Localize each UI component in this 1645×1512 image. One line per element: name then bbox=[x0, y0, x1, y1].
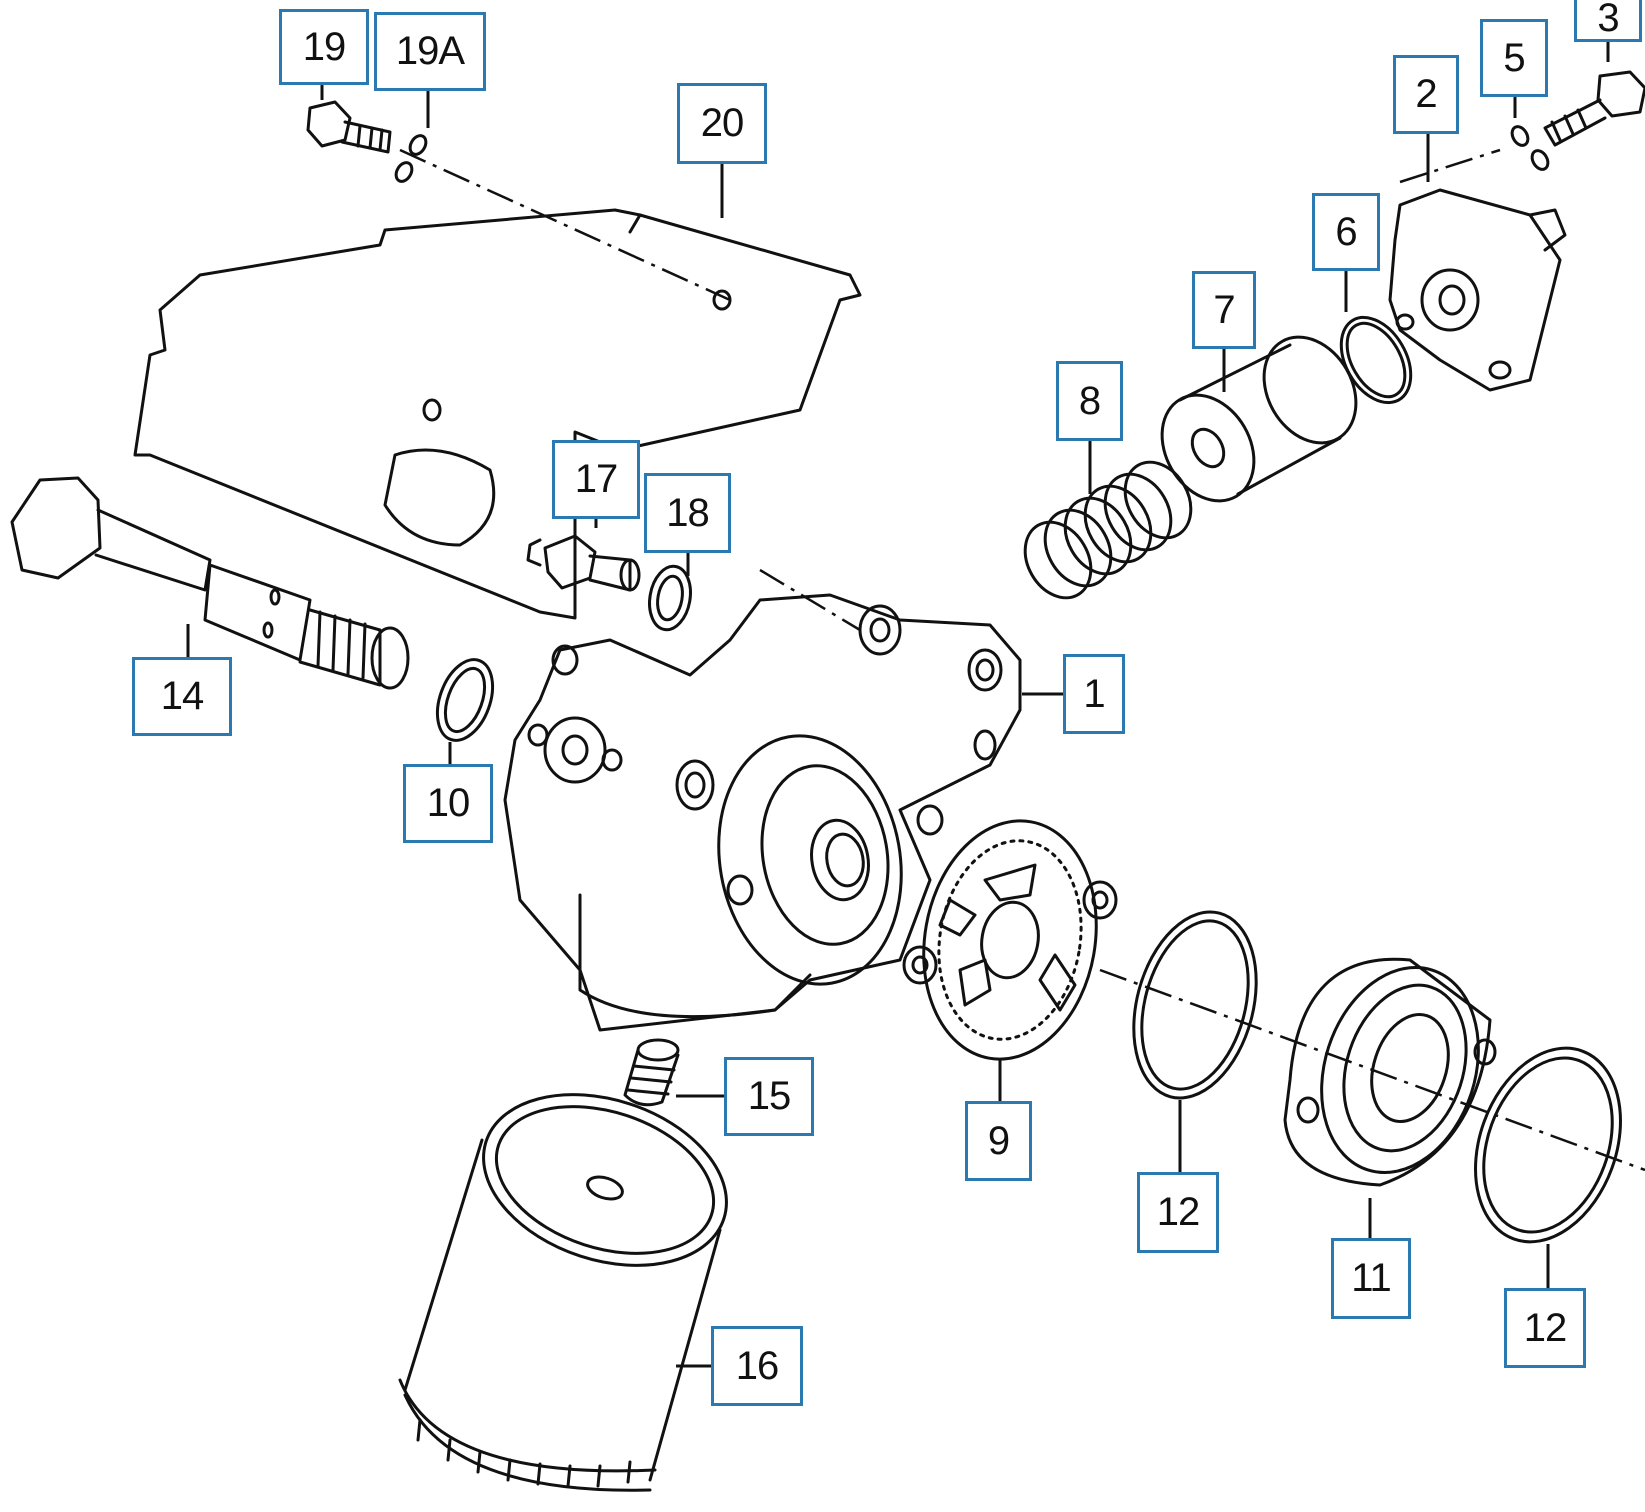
oil-filter-housing-1 bbox=[503, 593, 1022, 1032]
heat-shield-plate bbox=[133, 208, 862, 620]
bolt-17 bbox=[526, 534, 641, 592]
washer-19a bbox=[394, 134, 428, 183]
callout-18[interactable]: 18 bbox=[644, 473, 731, 553]
oil-filter-16 bbox=[398, 1093, 728, 1492]
o-ring-12-front bbox=[1132, 910, 1258, 1100]
bolt-19 bbox=[306, 100, 392, 154]
callout-15[interactable]: 15 bbox=[724, 1057, 814, 1136]
pressure-relief-bolt-14 bbox=[10, 476, 410, 690]
callout-2[interactable]: 2 bbox=[1393, 55, 1459, 134]
callout-12-rear[interactable]: 12 bbox=[1504, 1288, 1586, 1368]
perforated-gasket-9 bbox=[902, 819, 1118, 1061]
piston-7 bbox=[1160, 335, 1358, 503]
bolt-3 bbox=[1543, 70, 1645, 147]
gasket-10 bbox=[435, 658, 495, 742]
callout-11[interactable]: 11 bbox=[1331, 1238, 1411, 1319]
o-ring-12-rear bbox=[1474, 1046, 1622, 1244]
callout-14[interactable]: 14 bbox=[132, 657, 232, 736]
assembly-axis-lines bbox=[399, 148, 1645, 1172]
callout-3[interactable]: 3 bbox=[1574, 0, 1642, 42]
callout-7[interactable]: 7 bbox=[1192, 271, 1256, 349]
callout-5[interactable]: 5 bbox=[1480, 19, 1548, 97]
callout-9[interactable]: 9 bbox=[965, 1101, 1032, 1181]
flange-cover-11 bbox=[1283, 957, 1497, 1187]
callout-17[interactable]: 17 bbox=[552, 440, 640, 519]
callout-8[interactable]: 8 bbox=[1056, 361, 1123, 441]
valve-cover-2 bbox=[1388, 188, 1567, 392]
callout-6[interactable]: 6 bbox=[1312, 193, 1380, 271]
washer-5 bbox=[1510, 125, 1550, 171]
callout-20[interactable]: 20 bbox=[677, 83, 767, 164]
callout-12-front[interactable]: 12 bbox=[1137, 1172, 1219, 1253]
spring-8 bbox=[1023, 460, 1193, 600]
threaded-nipple-15 bbox=[623, 1038, 680, 1107]
washer-18 bbox=[648, 564, 692, 632]
callout-19[interactable]: 19 bbox=[279, 9, 369, 85]
callout-19a[interactable]: 19A bbox=[374, 12, 486, 91]
callout-16[interactable]: 16 bbox=[711, 1326, 803, 1406]
callout-1[interactable]: 1 bbox=[1063, 654, 1125, 734]
callout-10[interactable]: 10 bbox=[403, 764, 493, 843]
